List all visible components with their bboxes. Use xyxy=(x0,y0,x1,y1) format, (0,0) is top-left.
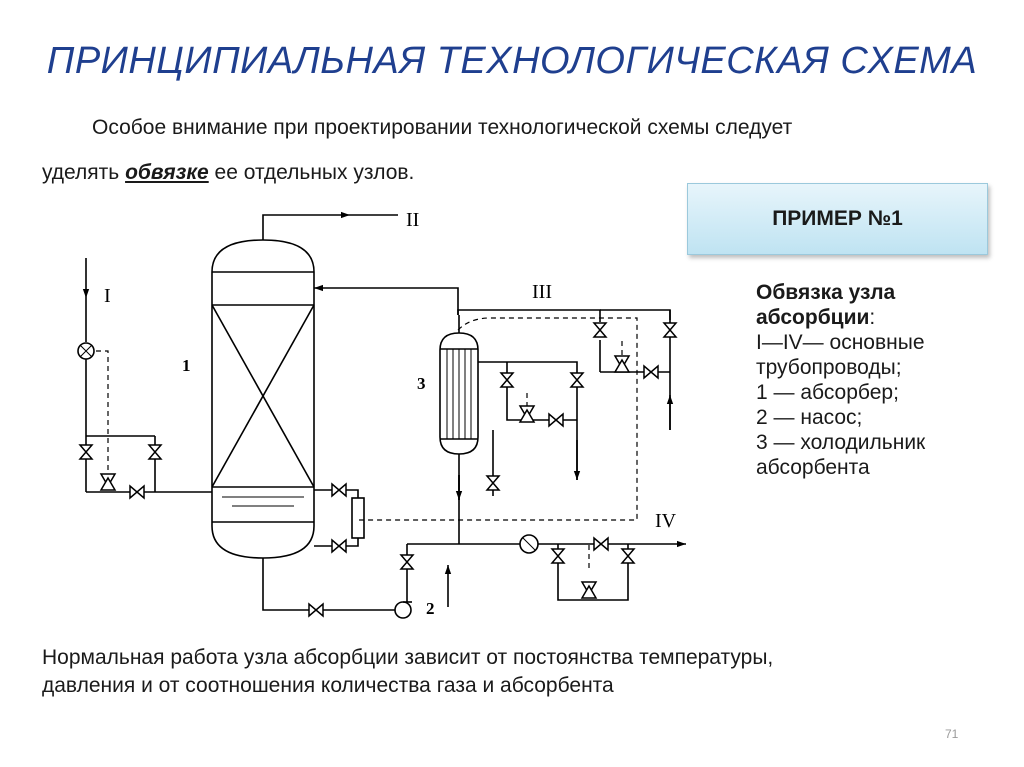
legend-item: I—IV— основные xyxy=(756,331,925,354)
line-I xyxy=(77,258,212,493)
legend-item: 2 — насос; xyxy=(756,406,863,429)
label-absorber: 1 xyxy=(182,356,191,375)
valves xyxy=(79,322,677,617)
intro-line-2-start: уделять xyxy=(42,161,126,184)
legend: Обвязка узла абсорбции: I—IV— основные т… xyxy=(756,280,1006,480)
absorber-vessel xyxy=(211,239,315,559)
intro-line-2: уделять обвязке ее отдельных узлов. xyxy=(42,161,414,185)
legend-item: абсорбента xyxy=(756,456,870,479)
label-pump: 2 xyxy=(426,599,435,618)
intro-line-2-end: ее отдельных узлов. xyxy=(208,161,415,184)
legend-item: 1 — абсорбер; xyxy=(756,381,899,404)
cooler-vessel xyxy=(439,332,479,455)
label-line-III: III xyxy=(532,281,552,303)
label-line-II: II xyxy=(406,209,419,231)
footer-line-2: давления и от соотношения количества газ… xyxy=(42,674,614,697)
legend-heading-1: Обвязка узла xyxy=(756,281,896,304)
legend-heading-2: абсорбции: xyxy=(756,305,1006,330)
label-line-IV: IV xyxy=(655,510,677,532)
legend-item: трубопроводы; xyxy=(756,356,902,379)
example-label: ПРИМЕР №1 xyxy=(772,207,903,230)
label-cooler: 3 xyxy=(417,374,426,393)
example-box: ПРИМЕР №1 xyxy=(687,183,988,255)
label-line-I: I xyxy=(104,285,111,307)
intro-emphasis: обвязке xyxy=(125,161,209,184)
slide-title: ПРИНЦИПИАЛЬНАЯ ТЕХНОЛОГИЧЕСКАЯ СХЕМА xyxy=(46,40,978,82)
legend-heading-colon: : xyxy=(869,306,876,329)
legend-item: 3 — холодильник xyxy=(756,431,926,454)
legend-heading-2-text: абсорбции xyxy=(756,306,870,329)
intro-line-1: Особое внимание при проектировании техно… xyxy=(92,116,793,139)
page-number: 71 xyxy=(945,727,959,741)
footer-text: Нормальная работа узла абсорбции зависит… xyxy=(42,644,1002,700)
footer-line-1: Нормальная работа узла абсорбции зависит… xyxy=(42,646,774,669)
